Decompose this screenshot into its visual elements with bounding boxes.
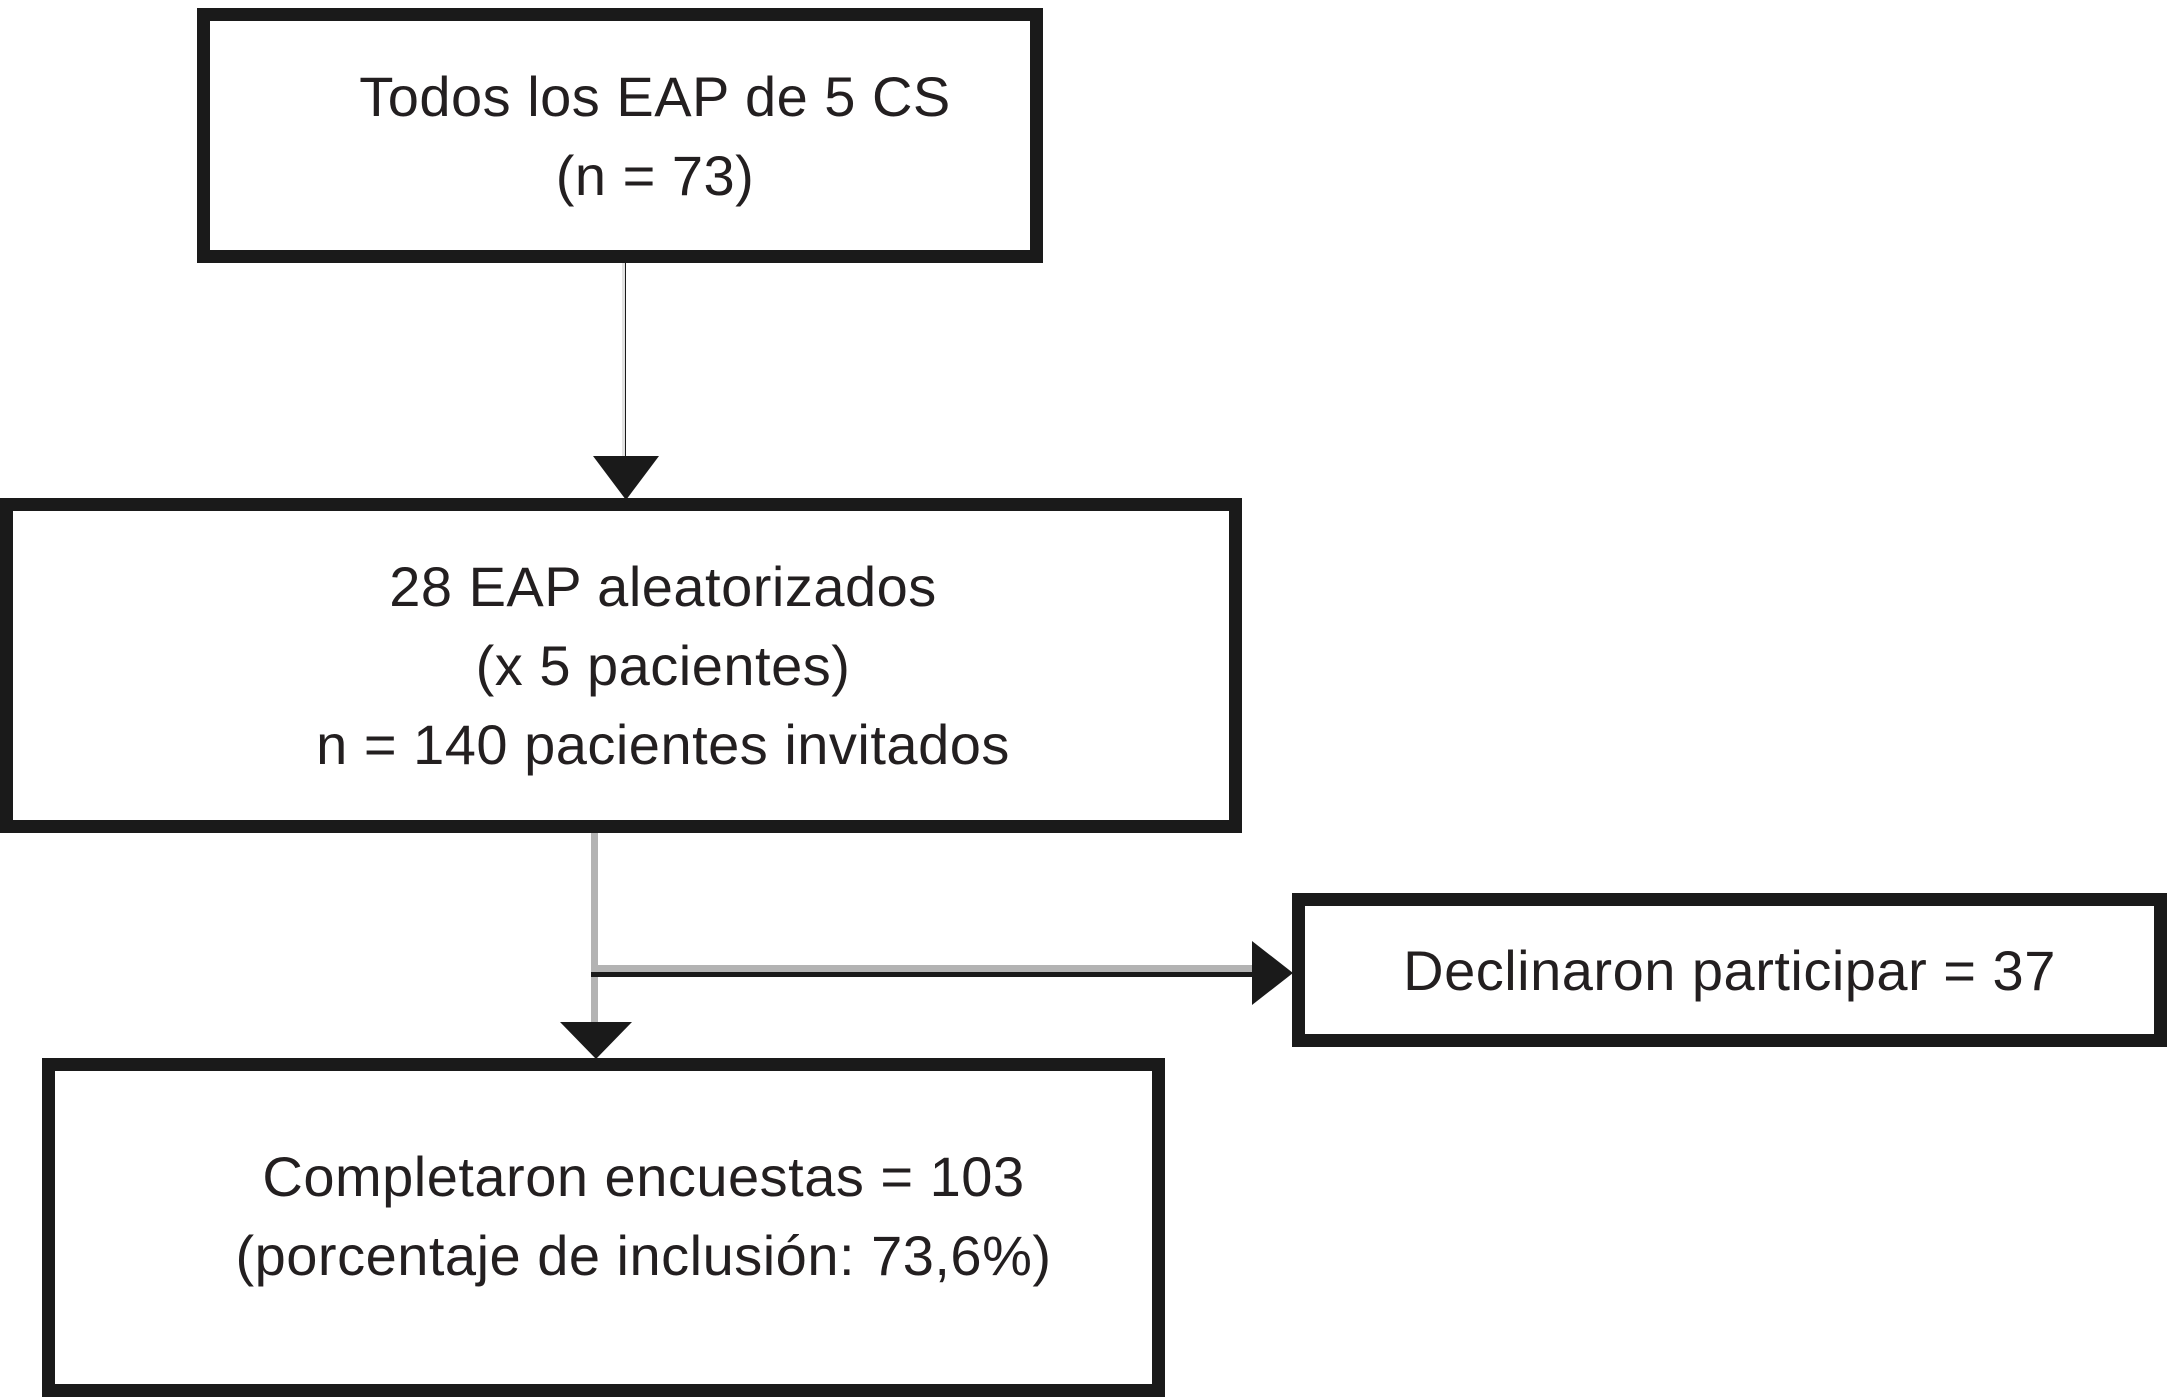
box-completed-line-1: Completaron encuestas = 103 [262,1144,1025,1208]
box-all-eap-line-1: Todos los EAP de 5 CS [359,64,951,128]
box-all-eap-line-2: (n = 73) [555,143,755,207]
arrow-down-icon [560,1022,632,1059]
arrow-down-icon [593,456,659,500]
box-randomized-line-3: n = 140 pacientes invitados [316,713,1010,776]
box-randomized-line-1: 28 EAP aleatorizados [389,555,937,618]
box-all-eap: Todos los EAP de 5 CS (n = 73) [197,8,1043,263]
connector-branch-shaft [591,965,1254,977]
arrow-right-icon [1252,941,1293,1005]
connector-top-shaft [622,263,626,458]
box-randomized-line-2: (x 5 pacientes) [475,634,851,697]
box-declined: Declinaron participar = 37 [1292,893,2167,1047]
box-completed: Completaron encuestas = 103 (porcentaje … [42,1058,1165,1397]
connector-middle-shaft [591,833,598,1030]
box-declined-line-1: Declinaron participar = 37 [1403,938,2056,1002]
box-randomized: 28 EAP aleatorizados (x 5 pacientes) n =… [0,498,1242,833]
box-completed-line-2: (porcentaje de inclusión: 73,6%) [235,1223,1052,1287]
